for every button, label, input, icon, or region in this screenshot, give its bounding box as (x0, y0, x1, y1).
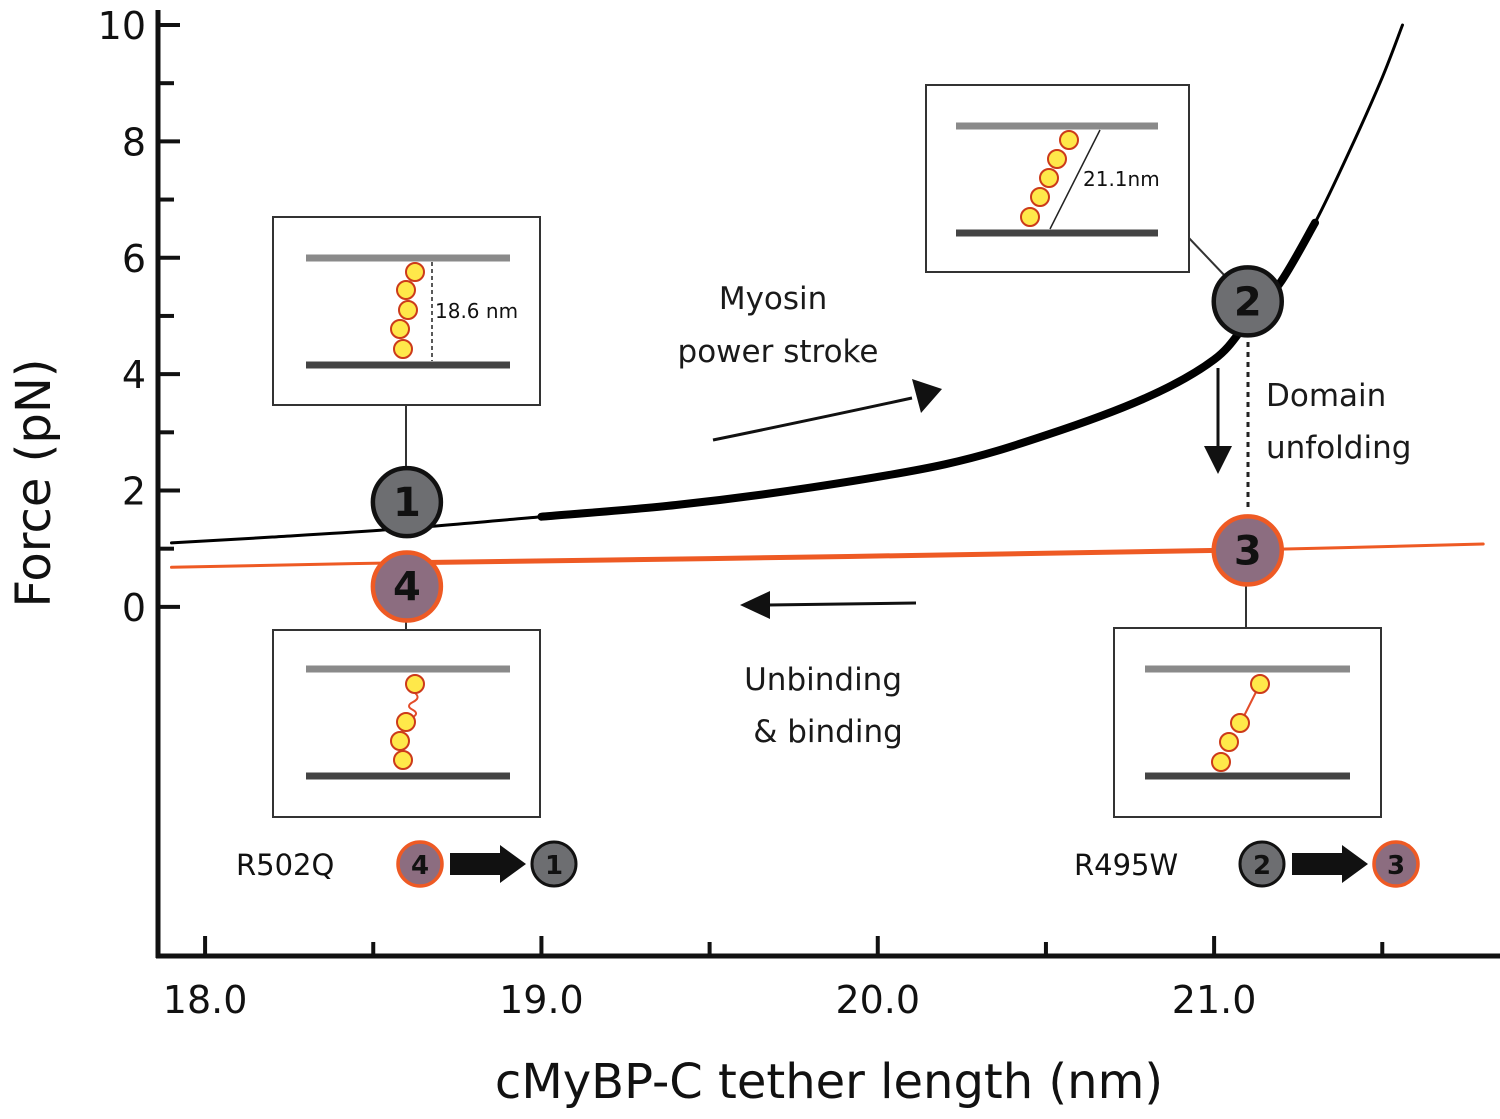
domain-chain (390, 262, 425, 359)
inset-state-4 (272, 629, 541, 818)
domain-bead (390, 731, 410, 751)
unfolding-arrowhead (1204, 446, 1232, 474)
domain-bead (1047, 149, 1067, 169)
y-tick-label: 0 (122, 586, 146, 630)
state-badge-from-label: 4 (411, 851, 429, 881)
inset-state-2: 21.1nm (925, 84, 1190, 273)
y-tick-label: 10 (98, 4, 146, 48)
domain-bead (398, 300, 418, 320)
domain-bead (390, 319, 410, 339)
inset-distance-label: 21.1nm (1083, 167, 1160, 191)
unbinding-arrowhead (740, 591, 770, 619)
y-tick-label: 4 (122, 353, 146, 397)
state-badge-to (530, 840, 578, 888)
x-tick-label: 20.0 (835, 978, 920, 1022)
state-badge-to-label: 1 (545, 851, 563, 881)
x-tick-label: 21.0 (1172, 978, 1257, 1022)
state-marker-label-3: 3 (1234, 528, 1262, 574)
state-marker-4 (370, 550, 444, 623)
domain-bead (1250, 674, 1270, 694)
state-badge-to-label: 3 (1387, 851, 1405, 881)
domain-bead (405, 262, 425, 282)
domain-chain (390, 674, 425, 770)
mutation-r502q: R502Q 4 1 (236, 840, 578, 888)
domain-bead (1219, 732, 1239, 752)
transition-arrow (1292, 845, 1368, 883)
mutation-label: R495W (1074, 848, 1178, 882)
domain-bead (1030, 187, 1050, 207)
state-badge-to (1372, 840, 1420, 888)
distance-marker (1049, 129, 1101, 230)
inset-state-1: 18.6 nm (272, 216, 541, 406)
state-badge-from (1238, 840, 1286, 888)
inset-distance-label: 18.6 nm (435, 299, 518, 323)
state-marker-1 (370, 465, 444, 539)
unbinding-binding-label: Unbinding & binding (744, 662, 912, 750)
domain-bead (1059, 130, 1079, 150)
state-marker-2 (1211, 265, 1284, 338)
state-badge-from (396, 840, 444, 888)
domain-bead (405, 674, 425, 694)
state-badge-from-label: 2 (1253, 851, 1271, 881)
y-tick-label: 6 (122, 237, 146, 281)
inset-state-3 (1113, 627, 1382, 818)
domain-chain (1211, 674, 1270, 772)
state-marker-3 (1211, 514, 1284, 587)
y-tick-label: 8 (122, 120, 146, 164)
y-tick-label: 2 (122, 470, 146, 514)
y-axis-title: Force (pN) (6, 359, 62, 608)
unfolded-linker (408, 692, 419, 719)
x-tick-label: 19.0 (499, 978, 584, 1022)
power-stroke-arrowhead (912, 379, 942, 413)
unbinding-arrow-shaft (767, 601, 917, 607)
domain-bead (396, 712, 416, 732)
domain-chain (1020, 130, 1079, 227)
transition-arrow (450, 845, 526, 883)
power-stroke-arrow-shaft (712, 396, 913, 442)
domain-bead (393, 750, 413, 770)
x-axis-title: cMyBP-C tether length (nm) (495, 1054, 1163, 1110)
domain-bead (396, 280, 416, 300)
domain-unfolding-label: Domain unfolding (1266, 378, 1411, 466)
connector-inset-2 (1187, 236, 1227, 278)
series-line-unfolded-core (404, 547, 1251, 566)
domain-bead (1211, 752, 1231, 772)
mutation-r495w: R495W 2 3 (1074, 840, 1420, 888)
mutation-label: R502Q (236, 848, 334, 882)
domain-bead (1039, 168, 1059, 188)
domain-bead (393, 339, 413, 359)
state-marker-label-1: 1 (393, 480, 421, 526)
state-marker-label-2: 2 (1234, 279, 1262, 325)
x-tick-label: 18.0 (163, 978, 248, 1022)
myosin-power-stroke-label: Myosin power stroke (678, 281, 879, 370)
domain-bead (1230, 713, 1250, 733)
state-marker-label-4: 4 (393, 565, 421, 611)
domain-bead (1020, 207, 1040, 227)
